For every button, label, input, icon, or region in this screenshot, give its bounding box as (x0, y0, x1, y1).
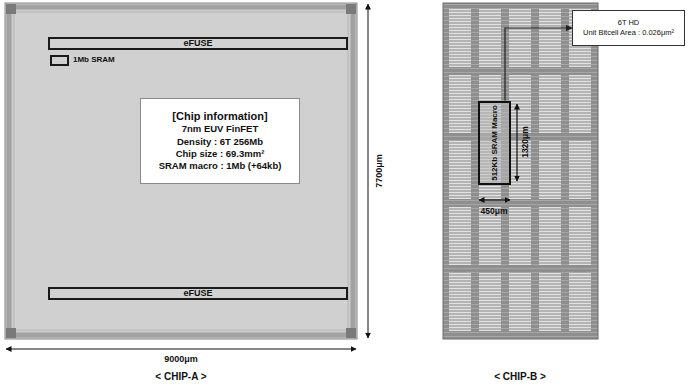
node-text: eFUSE (183, 289, 212, 298)
sram-block: 1Mb SRAM (50, 53, 116, 67)
efuse-bar: eFUSE (48, 287, 348, 300)
node-text: 512Kb SRAM Macro (491, 105, 499, 181)
sram-macro-box: 512Kb SRAM Macro (478, 101, 511, 185)
node-text: 6T HD (618, 18, 640, 28)
figure-caption: < CHIP-A > (155, 372, 206, 382)
node-text: 1Mb SRAM (73, 56, 115, 64)
node-text: Chip size : 69.3mm² (176, 148, 265, 160)
figure-caption: < CHIP-B > (494, 372, 546, 382)
chip-a-die (5, 3, 357, 339)
dimension-line (368, 4, 369, 338)
dimension-label: 7700μm (375, 154, 384, 188)
node-text: 7nm EUV FinFET (182, 123, 259, 135)
dimension-label: 9000μm (164, 355, 198, 364)
dimension-label: 450μm (481, 207, 508, 216)
dimension-line (6, 349, 356, 350)
sram-block-mark (50, 55, 69, 66)
node-text: SRAM macro : 1Mb (+64kb) (159, 160, 282, 172)
chip-info-box: [Chip information]7nm EUV FinFETDensity … (140, 98, 300, 184)
dimension-label: 1320μm (521, 126, 530, 158)
node-text: eFUSE (183, 39, 212, 48)
chip-b-die (443, 3, 598, 339)
dimension-line (479, 199, 510, 200)
dimension-line (516, 104, 517, 181)
node-text: [Chip information] (172, 109, 267, 123)
callout-connector (505, 28, 572, 101)
node-text: Unit Bitcell Area : 0.026μm² (583, 28, 674, 38)
callout-box: 6T HDUnit Bitcell Area : 0.026μm² (572, 10, 685, 46)
efuse-bar: eFUSE (48, 37, 348, 50)
node-text: Density : 6T 256Mb (177, 136, 263, 148)
